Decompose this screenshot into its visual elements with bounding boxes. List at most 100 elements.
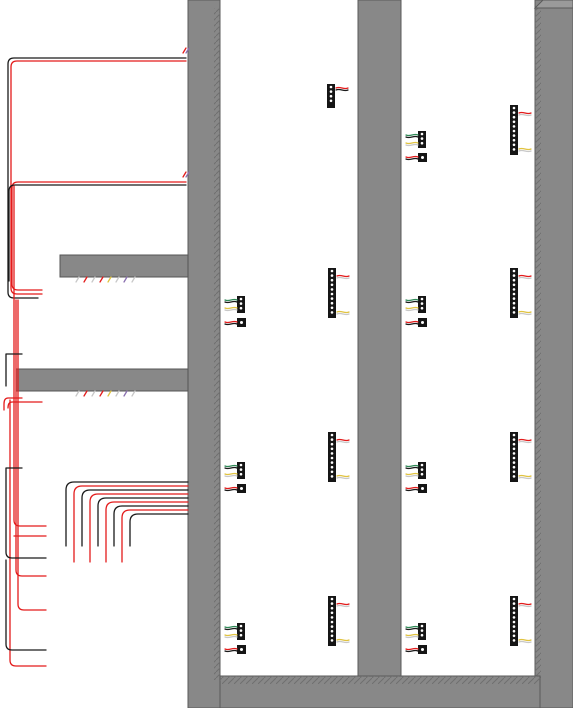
wire-red-bracket-a: [3, 397, 23, 411]
connector-tip-purple: [185, 47, 190, 54]
terminal-pin: [512, 452, 516, 455]
connector-pin: [421, 156, 424, 159]
terminal-pin: [512, 115, 516, 119]
lead-wire: [518, 310, 532, 314]
terminal-pin: [512, 274, 516, 277]
terminal-pin: [330, 452, 334, 455]
connector-pin: [421, 321, 424, 324]
lead-wire: [518, 640, 532, 644]
terminal-pin: [330, 447, 334, 451]
bundle-lead: [115, 276, 120, 283]
terminal-pin: [512, 138, 516, 142]
connector-pin: [240, 648, 243, 651]
terminal-pin: [512, 602, 516, 605]
lead-wire: [336, 638, 350, 642]
terminal-pin: [239, 463, 243, 467]
lead-wire: [224, 633, 238, 637]
fan-wire: [105, 501, 189, 563]
right-post-cap: [533, 0, 573, 9]
bundle-lead: [131, 390, 136, 397]
terminal-pin: [330, 288, 334, 291]
lead-wire: [405, 322, 419, 326]
lead-wire: [224, 647, 238, 651]
terminal-pin: [420, 624, 424, 628]
terminal-pin: [239, 468, 243, 471]
terminal-block-tall: [510, 105, 518, 155]
lead-wire: [405, 633, 419, 637]
lead-wire: [518, 149, 532, 153]
connector-tip-purple: [185, 171, 190, 178]
terminal-pin: [512, 311, 516, 314]
terminal-pin: [512, 461, 516, 464]
terminal-pin: [330, 634, 334, 638]
fan-wire: [113, 505, 189, 547]
terminal-pin: [329, 90, 333, 93]
terminal-pin: [512, 616, 516, 619]
bundle-lead: [91, 276, 96, 283]
terminal-pin: [330, 639, 334, 642]
lead-wire: [405, 635, 419, 639]
lead-wire: [224, 472, 238, 476]
lead-wire: [224, 649, 238, 653]
lead-wire: [405, 486, 419, 490]
terminal-pin: [512, 456, 516, 460]
bundle-lead: [83, 390, 88, 397]
terminal-pin: [330, 461, 334, 464]
connector-small: [418, 645, 427, 654]
connector-small: [418, 318, 427, 327]
lead-wire: [336, 602, 350, 606]
wire-black-trunk-2: [5, 559, 47, 651]
terminal-pin: [329, 99, 333, 103]
terminal-pin: [512, 283, 516, 287]
lead-wire: [405, 474, 419, 478]
lead-wire: [405, 157, 419, 161]
terminal-pin: [512, 306, 516, 310]
terminal-pin: [239, 306, 243, 310]
lead-wire: [224, 300, 238, 304]
terminal-pin: [512, 120, 516, 124]
terminal-pin: [512, 297, 516, 300]
lead-wire: [224, 486, 238, 490]
terminal-pin: [330, 438, 334, 441]
bundle-lead: [91, 390, 96, 397]
terminal-block-small: [237, 623, 245, 640]
wire-red-trunk-4: [9, 399, 47, 667]
terminal-pin: [239, 624, 243, 628]
lead-wire: [518, 111, 532, 115]
terminal-pin: [420, 472, 424, 476]
lead-wire: [224, 298, 238, 302]
lead-wire: [518, 274, 532, 278]
terminal-pin: [330, 616, 334, 619]
terminal-pin: [330, 278, 334, 282]
bundle-lead: [75, 390, 80, 397]
terminal-blocks: [224, 84, 532, 654]
terminal-pin: [330, 269, 334, 273]
terminal-pin: [330, 274, 334, 277]
left-post: [187, 0, 221, 708]
terminal-pin: [329, 94, 333, 98]
terminal-pin: [512, 465, 516, 469]
bundle-lead: [75, 276, 80, 283]
lead-wire: [518, 440, 532, 444]
terminal-block-top: [327, 84, 335, 108]
wire-red-trunk-3: [17, 299, 47, 611]
lead-wire: [336, 474, 350, 478]
fan-wire: [81, 489, 189, 547]
terminal-block-tall: [510, 596, 518, 646]
terminal-block-tall: [328, 432, 336, 482]
lead-wire: [336, 438, 350, 442]
lead-wire: [224, 474, 238, 478]
lead-wire: [405, 625, 419, 629]
terminal-pin: [512, 148, 516, 151]
lead-wire: [405, 143, 419, 147]
terminal-pin: [512, 278, 516, 282]
wire-black-trunk-1: [5, 467, 47, 559]
lead-wire: [405, 320, 419, 324]
lead-wire: [405, 155, 419, 159]
lead-wire: [224, 627, 238, 631]
lead-wire: [224, 466, 238, 470]
terminal-pin: [239, 297, 243, 301]
connector-small: [237, 645, 246, 654]
terminal-pin: [420, 132, 424, 136]
lead-wire: [405, 466, 419, 470]
